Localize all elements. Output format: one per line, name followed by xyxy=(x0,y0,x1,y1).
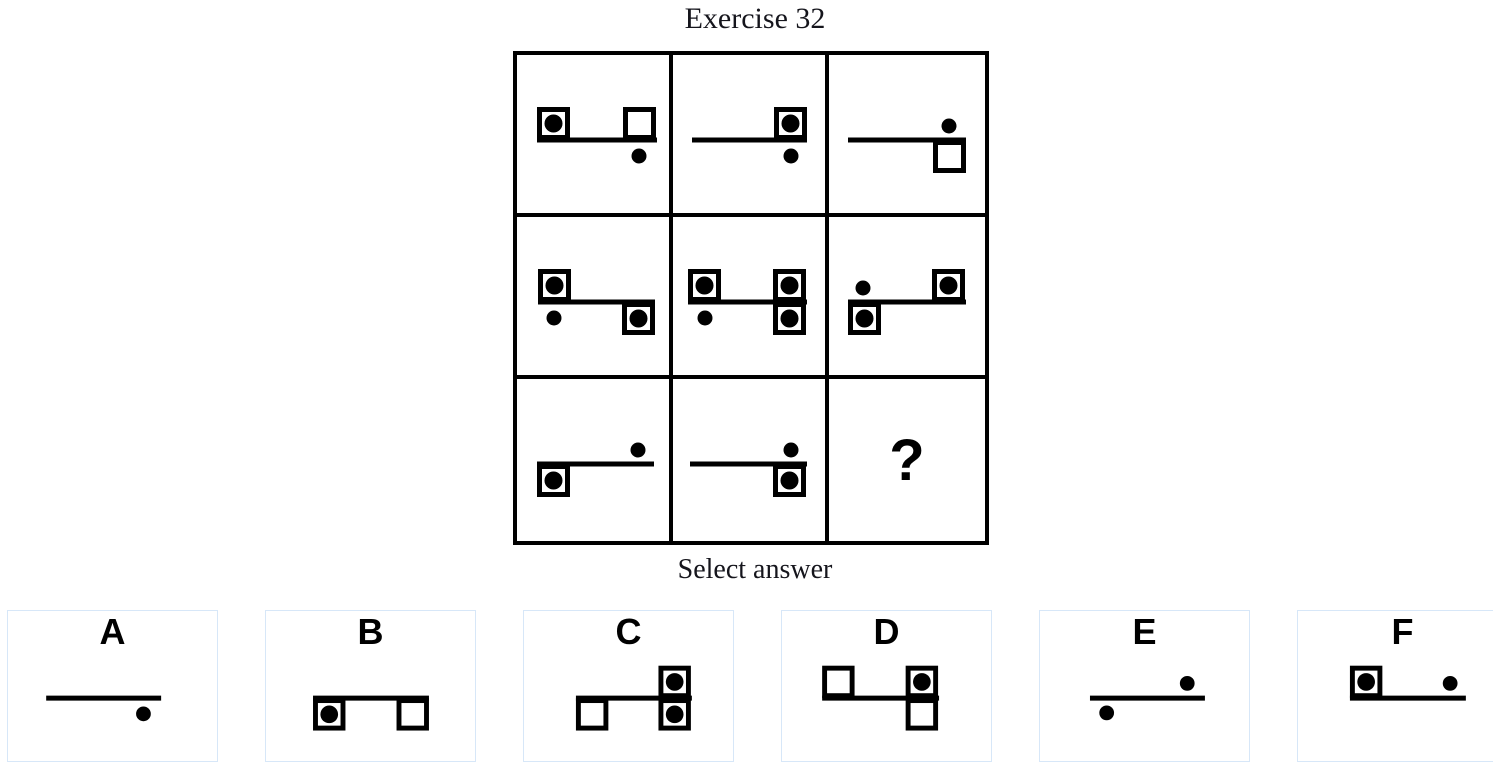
matrix-cell-r3c2 xyxy=(673,379,829,541)
dot-shape xyxy=(136,706,151,722)
matrix-cell-r1c1 xyxy=(517,55,673,217)
square-dot-shape xyxy=(629,309,648,328)
dot-shape xyxy=(697,310,713,326)
square-dot-shape xyxy=(695,276,714,295)
square-shape xyxy=(773,464,806,497)
answer-options-row: A B C D E F xyxy=(7,610,1493,762)
question-mark: ? xyxy=(889,427,925,493)
square-dot-shape xyxy=(544,114,563,133)
answer-option-e[interactable]: E xyxy=(1039,610,1250,762)
option-letter: C xyxy=(615,611,642,652)
square-dot-shape xyxy=(320,705,339,724)
matrix-cell-r2c1 xyxy=(517,217,673,379)
square-dot-shape xyxy=(545,276,564,295)
option-letter: F xyxy=(1391,611,1414,652)
figure-option-a xyxy=(46,695,162,722)
square-shape xyxy=(933,140,966,173)
square-shape xyxy=(396,698,429,731)
matrix-cell-r1c3 xyxy=(829,55,985,217)
puzzle-matrix: ? xyxy=(513,51,989,545)
dot-shape xyxy=(941,118,957,134)
figure-r1c3 xyxy=(848,118,966,173)
dot-shape xyxy=(783,148,799,164)
square-shape xyxy=(623,107,656,140)
answer-option-b[interactable]: B xyxy=(265,610,476,762)
figure-r2c2 xyxy=(688,269,807,335)
square-dot-shape xyxy=(781,114,800,133)
matrix-cell-r3c1 xyxy=(517,379,673,541)
answer-option-c[interactable]: C xyxy=(523,610,734,762)
option-letter: D xyxy=(873,611,900,652)
square-shape xyxy=(822,665,855,699)
square-shape xyxy=(575,698,609,731)
answer-option-d[interactable]: D xyxy=(781,610,992,762)
matrix-cell-r1c2 xyxy=(673,55,829,217)
square-dot-shape xyxy=(780,309,799,328)
dot-shape xyxy=(855,280,871,296)
dot-shape xyxy=(630,442,646,458)
square-shape xyxy=(538,269,571,302)
dot-shape xyxy=(631,148,647,164)
figure-r1c2 xyxy=(692,107,807,164)
figure-r3c1 xyxy=(537,442,654,497)
option-letter: B xyxy=(357,611,384,652)
figure-r2c1 xyxy=(538,269,655,335)
figure-r2c3 xyxy=(848,269,966,335)
dot-shape xyxy=(1442,676,1458,691)
square-shape xyxy=(905,698,939,731)
square-shape xyxy=(688,269,721,302)
square-dot-shape xyxy=(780,471,799,490)
select-answer-label: Select answer xyxy=(677,554,833,585)
square-shape xyxy=(1349,665,1383,699)
answer-option-f[interactable]: F xyxy=(1297,610,1493,762)
figure-option-e xyxy=(1089,676,1205,721)
answer-option-a[interactable]: A xyxy=(7,610,218,762)
square-dot-shape xyxy=(855,309,874,328)
square-dot-shape xyxy=(1357,673,1375,691)
dot-shape xyxy=(783,442,799,458)
matrix-cell-r3c3: ? xyxy=(829,379,985,541)
figure-option-b xyxy=(313,695,429,731)
option-letter: E xyxy=(1132,611,1157,652)
dot-shape xyxy=(546,310,562,326)
option-letter: A xyxy=(99,611,126,652)
dot-shape xyxy=(1179,676,1195,691)
square-dot-shape xyxy=(939,276,958,295)
figure-option-d xyxy=(822,665,940,731)
page-title: Exercise 32 xyxy=(684,2,826,35)
square-dot-shape xyxy=(544,471,563,490)
square-dot-shape xyxy=(665,705,684,724)
square-shape xyxy=(905,665,939,699)
square-shape xyxy=(622,302,655,335)
square-dot-shape xyxy=(665,673,684,691)
figure-option-c xyxy=(575,665,692,731)
square-dot-shape xyxy=(913,673,931,691)
figure-r3c2 xyxy=(690,442,807,497)
dot-shape xyxy=(1099,705,1115,721)
matrix-cell-r2c3 xyxy=(829,217,985,379)
figure-r1c1 xyxy=(537,107,657,164)
matrix-cell-r2c2 xyxy=(673,217,829,379)
square-dot-shape xyxy=(780,276,799,295)
figure-option-f xyxy=(1349,665,1466,701)
